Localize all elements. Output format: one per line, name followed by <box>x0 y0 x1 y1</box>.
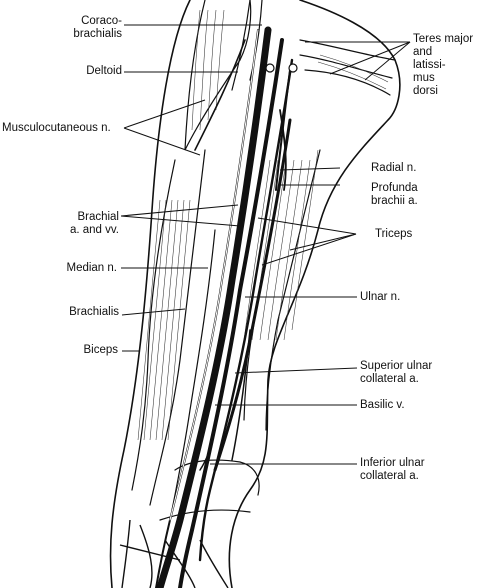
arm-outline-left <box>109 0 191 588</box>
leader-lines <box>120 24 411 465</box>
ulnar-nerve <box>198 58 294 562</box>
label-median-nerve: Median n. <box>66 262 117 274</box>
label-brachial-artery-veins: Brachial a. and vv. <box>69 211 119 236</box>
label-biceps: Biceps <box>83 344 118 356</box>
forearm-vessels <box>119 519 229 588</box>
profunda-brachii-artery <box>279 109 287 191</box>
deltoid-muscle <box>184 0 252 151</box>
musculocutaneous-nerve <box>194 39 246 151</box>
basilic-vein <box>213 118 292 472</box>
label-deltoid: Deltoid <box>86 65 122 77</box>
muscle-striations <box>137 9 389 441</box>
label-inferior-ulnar-collateral-artery: Inferior ulnar collateral a. <box>360 457 425 482</box>
label-superior-ulnar-collateral-artery: Superior ulnar collateral a. <box>360 360 433 385</box>
label-profunda-brachii-artery: Profunda brachii a. <box>371 182 418 207</box>
brachial-veins <box>178 38 284 588</box>
label-musculocutaneous-nerve: Musculocutaneous n. <box>2 122 111 134</box>
biceps-muscle <box>131 149 206 506</box>
median-nerve-inner <box>169 29 259 521</box>
brachial-artery <box>156 26 272 588</box>
superior-ulnar-collateral-artery <box>231 329 251 461</box>
brachialis-muscle <box>171 229 216 511</box>
coracobrachialis-muscle <box>231 0 263 91</box>
inferior-ulnar-collateral-artery <box>199 429 216 471</box>
label-basilic-vein: Basilic v. <box>360 399 405 411</box>
label-ulnar-nerve: Ulnar n. <box>360 291 401 303</box>
label-triceps: Triceps <box>375 228 413 240</box>
label-coracobrachialis: Coraco- brachialis <box>73 15 122 40</box>
label-brachialis: Brachialis <box>69 306 119 318</box>
vessel-openings <box>265 63 298 73</box>
label-radial-nerve: Radial n. <box>371 162 417 174</box>
label-teres-major-latissimus-dorsi: Teres major and latissi- mus dorsi <box>413 33 474 97</box>
